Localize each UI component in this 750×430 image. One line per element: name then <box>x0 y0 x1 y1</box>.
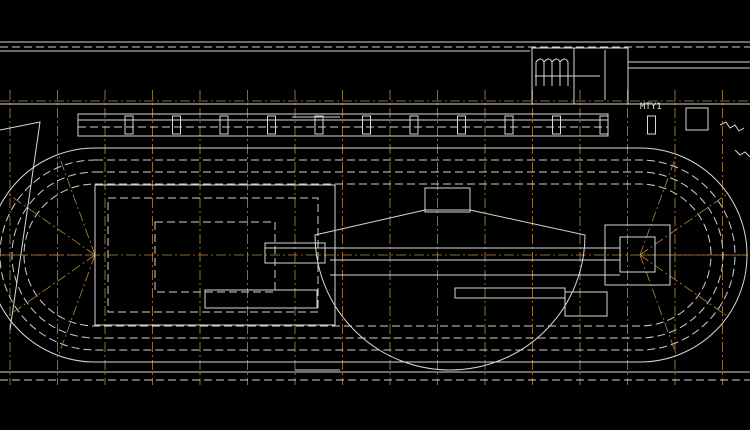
radial-line <box>639 254 728 317</box>
tag-label: MTY1 <box>640 102 662 112</box>
grandstand <box>77 113 656 137</box>
seat-block <box>314 115 324 135</box>
seat-block <box>552 115 561 135</box>
seat-block <box>267 115 276 135</box>
service-building: MTY1 <box>531 47 750 158</box>
top-boundary <box>0 41 750 105</box>
axis-grid <box>0 90 750 385</box>
seat-block <box>124 115 134 135</box>
seat-block <box>219 115 229 135</box>
radial-line <box>7 254 96 317</box>
seat-block <box>504 115 514 135</box>
running-track <box>0 116 750 381</box>
seat-block <box>457 115 466 135</box>
seat-block <box>172 115 181 135</box>
field-structures <box>94 184 671 371</box>
radial-line <box>639 193 728 256</box>
seat-block <box>409 115 419 135</box>
radial-line <box>639 154 677 256</box>
seat-block <box>647 115 656 135</box>
radial-line <box>58 254 96 356</box>
radial-line <box>58 154 96 256</box>
radial-line <box>7 193 96 256</box>
seat-block <box>362 115 371 135</box>
radial-line <box>639 254 677 356</box>
seat-block <box>599 115 609 135</box>
